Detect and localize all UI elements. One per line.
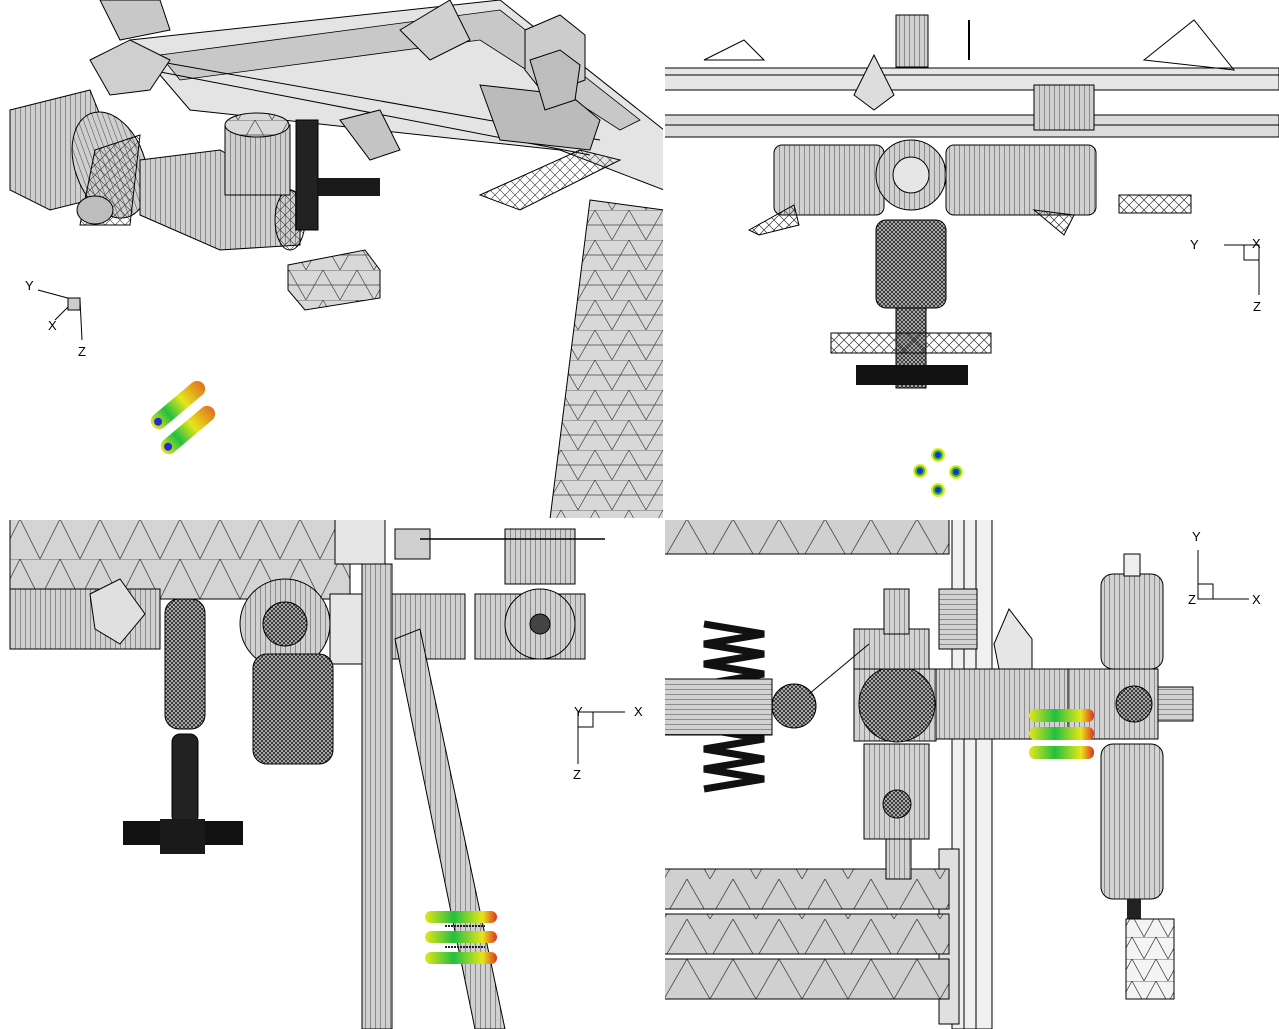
lab-module xyxy=(139,112,380,251)
top-view-graphic: Y X Z xyxy=(664,519,1261,1029)
axis-label-y: Y xyxy=(574,704,583,719)
axis-label-z: Z xyxy=(1253,299,1261,314)
axis-label-z: Z xyxy=(1188,592,1196,607)
truss-legs xyxy=(361,563,506,1029)
vertical-mast xyxy=(895,14,1095,131)
axis-triad: Y X Z xyxy=(25,278,86,359)
axis-triad: Y X Z xyxy=(573,704,643,782)
field-contours xyxy=(150,380,216,455)
truss-beam xyxy=(938,519,1033,1029)
isometric-view-graphic: Y X Z xyxy=(9,0,664,519)
panel-divider-horizontal xyxy=(0,518,1279,520)
field-contours xyxy=(1029,709,1094,759)
axis-label-y: Y xyxy=(1190,237,1199,252)
docking-module xyxy=(830,219,992,389)
axis-label-z: Z xyxy=(78,344,86,359)
horizontal-modules xyxy=(9,519,605,670)
docking-module xyxy=(123,598,243,854)
central-modules xyxy=(664,588,1194,880)
axis-label-x: X xyxy=(1252,236,1261,251)
axis-triad: Y X Z xyxy=(1188,529,1261,607)
axis-label-z: Z xyxy=(573,767,581,782)
horizontal-modules xyxy=(747,139,1192,236)
panel-front-view: Y X Z xyxy=(664,0,1279,519)
axis-label-y: Y xyxy=(1192,529,1201,544)
panel-top-view: Y X Z xyxy=(664,519,1279,1029)
radiator-panel xyxy=(549,199,664,519)
axis-triad: Y X Z xyxy=(1190,236,1261,314)
vertical-modules-right xyxy=(1100,553,1175,1000)
field-contours xyxy=(913,448,963,497)
equipment-boxes xyxy=(89,0,586,161)
pressurized-module xyxy=(252,653,334,765)
panel-side-view: Y X Z xyxy=(0,519,664,1029)
small-box xyxy=(287,249,381,311)
axis-label-x: X xyxy=(634,704,643,719)
panel-divider-vertical xyxy=(663,0,665,1029)
front-view-graphic: Y X Z xyxy=(664,14,1279,497)
solar-array-top xyxy=(664,519,950,555)
panel-isometric-view: Y X Z xyxy=(0,0,664,519)
truss-beam xyxy=(664,19,1279,138)
field-contours xyxy=(425,911,497,964)
axis-label-x: X xyxy=(1252,592,1261,607)
solar-panel xyxy=(478,149,622,211)
node-cylinder xyxy=(9,89,149,226)
axis-label-y: Y xyxy=(25,278,34,293)
side-view-graphic: Y X Z xyxy=(9,519,643,1029)
axis-label-x: X xyxy=(48,318,57,333)
